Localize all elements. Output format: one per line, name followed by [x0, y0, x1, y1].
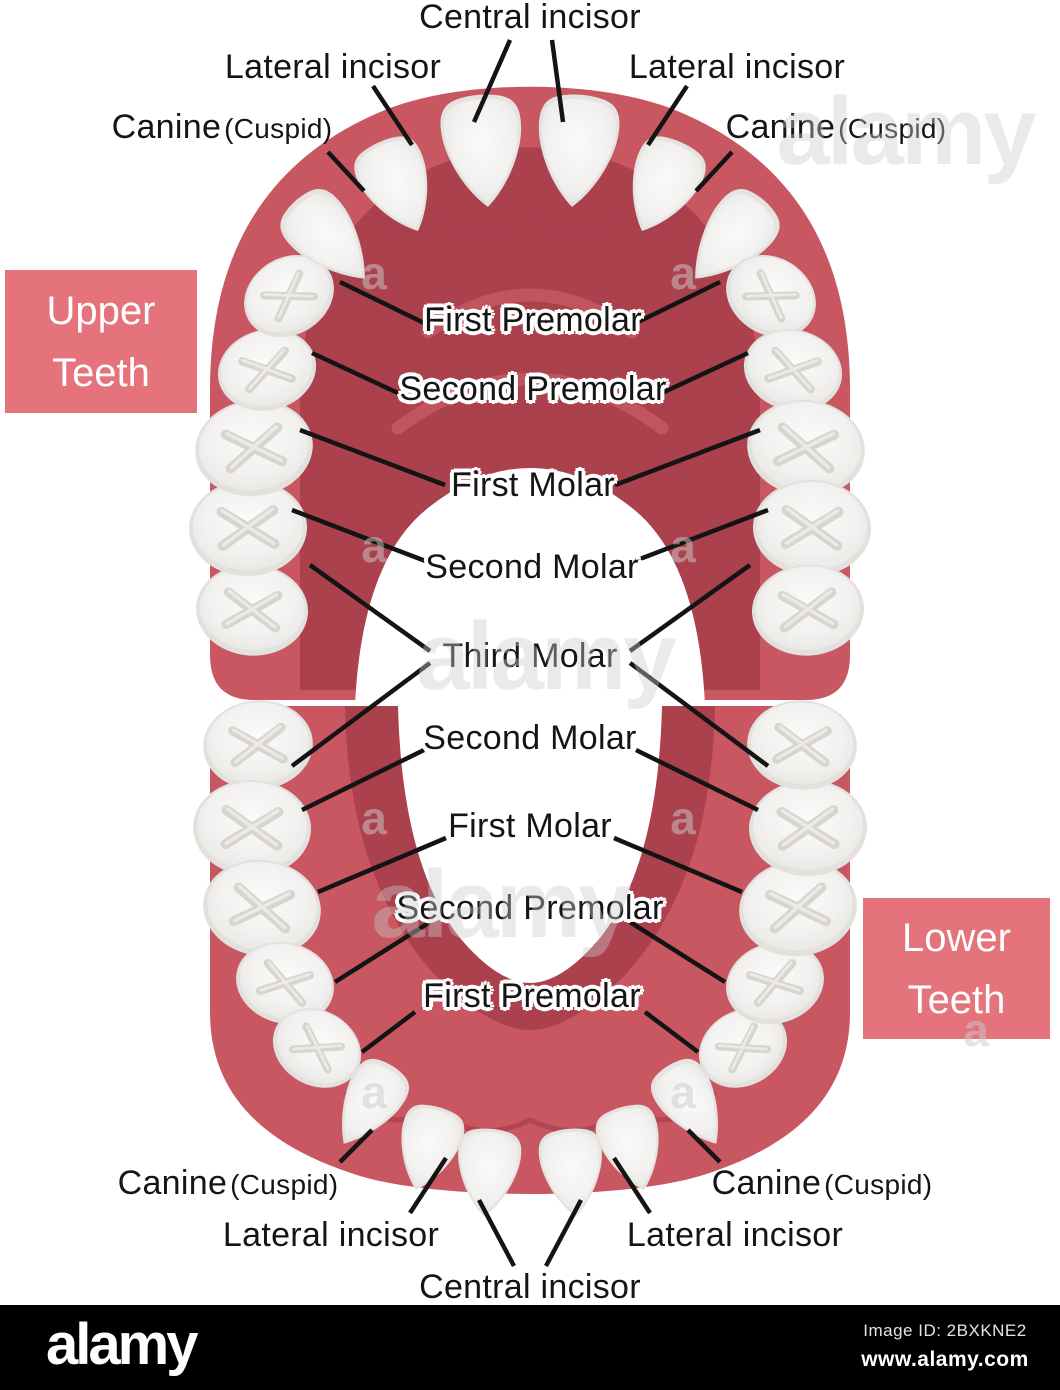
image-id-text: Image ID: 2BXKNE2	[863, 1321, 1027, 1340]
label-upper-central-incisor: Central incisor	[419, 0, 641, 36]
alamy-footer-bar: alamy Image ID: 2BXKNE2 www.alamy.com	[0, 1305, 1060, 1390]
cuspid-text: (Cuspid)	[838, 113, 947, 144]
label-upper-lateral-incisor-right: Lateral incisor	[628, 48, 846, 86]
leader-lines	[290, 39, 770, 1268]
label-lower-second-premolar: Second Premolar	[396, 889, 664, 927]
canine-text: Canine	[117, 1164, 228, 1202]
upper-palate-highlight	[391, 288, 669, 435]
upper-mouth-opening	[355, 468, 705, 705]
canine-text: Canine	[725, 108, 836, 146]
teeth-diagram	[0, 39, 1060, 1268]
label-lower-canine-left: Canine(Cuspid)	[117, 1164, 339, 1202]
lower-teeth-box-label: Lower Teeth	[902, 915, 1011, 1022]
lower-teeth-box: Lower Teeth	[863, 898, 1050, 1039]
label-third-molar: Third Molar	[442, 637, 618, 675]
tooth-lower-left-central-incisor	[452, 1126, 524, 1220]
cuspid-text: (Cuspid)	[230, 1169, 339, 1200]
alamy-logo: alamy	[46, 1312, 198, 1377]
label-upper-canine-left: Canine(Cuspid)	[111, 108, 333, 146]
label-upper-canine-right: Canine(Cuspid)	[725, 108, 947, 146]
label-upper-first-premolar: First Premolar	[424, 301, 642, 339]
label-upper-second-molar: Second Molar	[425, 548, 639, 586]
image-id-block: Image ID: 2BXKNE2 www.alamy.com	[861, 1321, 1029, 1372]
canine-text: Canine	[111, 108, 222, 146]
label-lower-lateral-incisor-right: Lateral incisor	[626, 1216, 844, 1254]
lower-arch	[191, 697, 868, 1220]
lower-mouth-opening	[398, 706, 662, 983]
cuspid-text: (Cuspid)	[824, 1169, 933, 1200]
label-lower-second-molar: Second Molar	[423, 719, 637, 757]
upper-gumline-scallops	[370, 210, 690, 235]
upper-teeth-box: Upper Teeth	[5, 270, 197, 413]
label-upper-first-molar: First Molar	[451, 466, 615, 504]
canine-text: Canine	[711, 1164, 822, 1202]
tooth-lower-right-central-incisor	[536, 1126, 608, 1220]
cuspid-text: (Cuspid)	[224, 113, 333, 144]
label-upper-second-premolar: Second Premolar	[399, 370, 667, 408]
label-upper-lateral-incisor-left: Lateral incisor	[224, 48, 442, 86]
label-lower-first-premolar: First Premolar	[423, 977, 641, 1015]
upper-teeth-box-label: Upper Teeth	[46, 288, 156, 395]
label-lower-central-incisor: Central incisor	[419, 1268, 641, 1306]
label-lower-canine-right: Canine(Cuspid)	[711, 1164, 933, 1202]
alamy-url-text: www.alamy.com	[861, 1348, 1029, 1371]
label-lower-lateral-incisor-left: Lateral incisor	[222, 1216, 440, 1254]
upper-arch	[187, 86, 872, 705]
label-lower-first-molar: First Molar	[448, 807, 612, 845]
